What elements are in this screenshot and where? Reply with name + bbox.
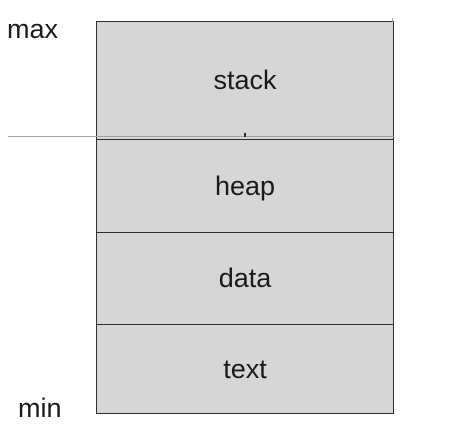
data-segment-label: data <box>218 263 272 293</box>
text-segment-label: text <box>223 354 267 384</box>
max-address-label: max <box>7 14 59 44</box>
heap-segment-label: heap <box>214 170 276 201</box>
stack-boundary-guide-line <box>8 136 394 137</box>
min-address-label: min <box>18 393 62 423</box>
stack-segment-label: stack <box>213 65 277 95</box>
heap-segment: heap <box>97 139 393 232</box>
stack-segment: stack <box>97 22 393 139</box>
memory-layout-diagram: stack heap data text <box>96 21 394 414</box>
top-edge-tick <box>392 18 393 22</box>
text-segment: text <box>97 324 393 414</box>
stack-boundary-tick <box>244 133 246 137</box>
data-segment: data <box>97 232 393 324</box>
